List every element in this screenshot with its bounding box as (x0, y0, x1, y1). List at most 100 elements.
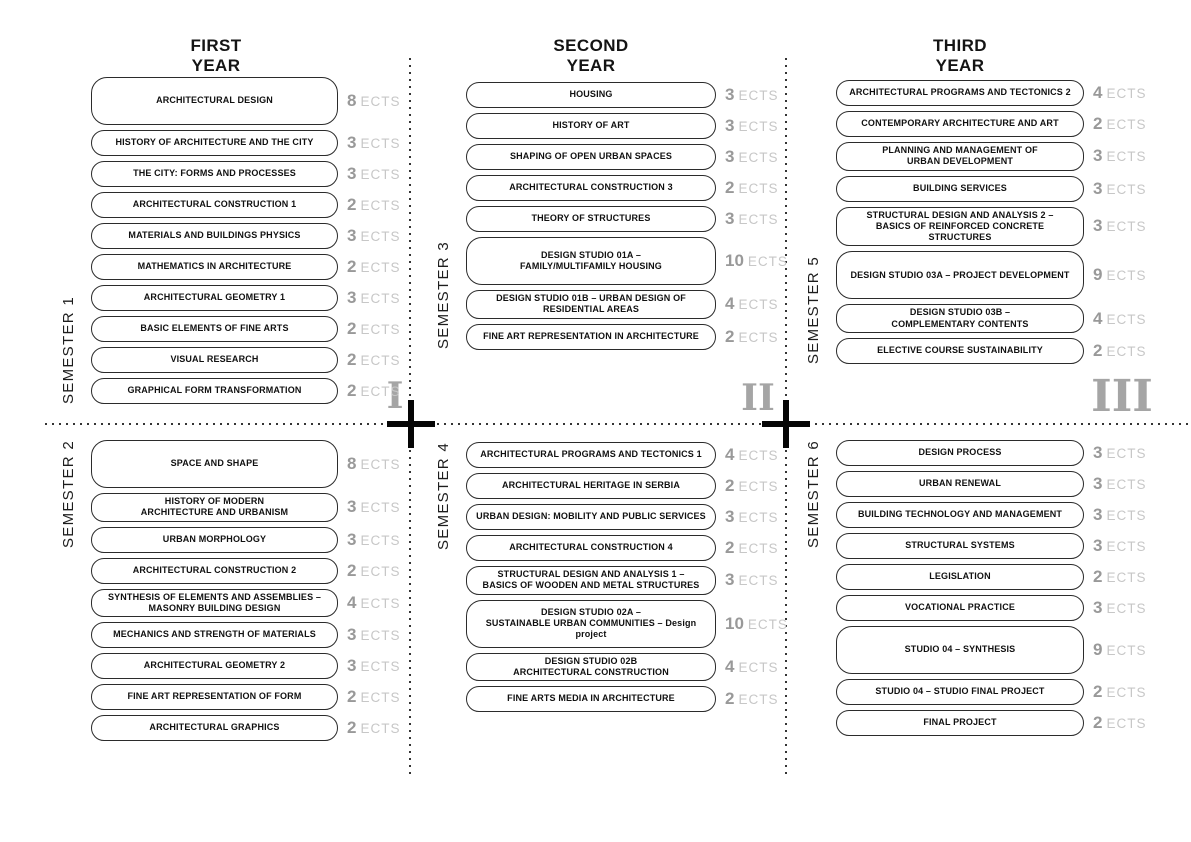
course-box: ARCHITECTURAL CONSTRUCTION 1 (91, 192, 338, 218)
ects-value: 2 (347, 195, 357, 214)
course-title-line: COMPLEMENTARY CONTENTS (891, 318, 1029, 329)
ects-unit: ECTS (1106, 446, 1147, 461)
course-box: ARCHITECTURAL GEOMETRY 2 (91, 653, 338, 679)
course-title-line: STRUCTURAL SYSTEMS (905, 540, 1015, 551)
ects-value: 4 (1093, 83, 1103, 102)
ects-unit: ECTS (1106, 570, 1147, 585)
ects-unit: ECTS (360, 563, 401, 579)
ects-value: 10 (725, 613, 744, 633)
ects-value: 2 (347, 718, 357, 737)
course-box: URBAN MORPHOLOGY (91, 526, 338, 553)
ects-value: 3 (347, 625, 357, 644)
course-title-line: VISUAL RESEARCH (170, 354, 259, 365)
semester-5-label: SEMESTER 5 (790, 80, 836, 364)
course-title-line: THE CITY: FORMS AND PROCESSES (133, 168, 296, 179)
course-box: FINE ART REPRESENTATION OF FORM (91, 684, 338, 710)
ects-value: 3 (347, 133, 357, 152)
course-title-line: HISTORY OF ART (552, 120, 630, 131)
ects-unit: ECTS (747, 254, 788, 269)
course-box: URBAN DESIGN: MOBILITY AND PUBLIC SERVIC… (466, 504, 716, 530)
ects-unit: ECTS (1106, 508, 1147, 523)
ects-value: 8 (347, 454, 357, 473)
ects-unit: ECTS (738, 448, 779, 463)
ects-unit: ECTS (738, 329, 779, 345)
ects-unit: ECTS (360, 291, 401, 306)
ects-value: 3 (1093, 443, 1103, 462)
ects-unit: ECTS (738, 212, 779, 227)
ects-value: 4 (725, 445, 735, 464)
ects-value: 2 (1093, 340, 1103, 360)
ects-unit: ECTS (1106, 643, 1147, 658)
course-box: SPACE AND SHAPE (91, 440, 338, 488)
ects-unit: ECTS (360, 136, 401, 151)
ects-value: 2 (347, 381, 357, 400)
ects-unit: ECTS (738, 119, 779, 134)
ects-unit: ECTS (1106, 181, 1147, 197)
course-box: FINE ARTS MEDIA IN ARCHITECTURE (466, 686, 716, 712)
course-title-line: THEORY OF STRUCTURES (531, 213, 651, 224)
semester-label-text: SEMESTER 4 (434, 442, 452, 551)
course-title-line: FAMILY/MULTIFAMILY HOUSING (520, 261, 662, 271)
ects-value: 3 (725, 209, 735, 228)
horizontal-divider (45, 423, 1190, 425)
course-box: ARCHITECTURAL PROGRAMS AND TECTONICS 2 (836, 80, 1084, 106)
ects-value: 4 (725, 656, 735, 676)
course-title-line: ELECTIVE COURSE SUSTAINABILITY (877, 345, 1043, 356)
ects-unit: ECTS (1106, 539, 1147, 554)
course-box: STRUCTURAL SYSTEMS (836, 533, 1084, 559)
course-row: DESIGN STUDIO 01A –FAMILY/MULTIFAMILY HO… (466, 237, 788, 285)
semester-label-text: SEMESTER 3 (434, 241, 452, 350)
course-title-line: STUDIO 04 – SYNTHESIS (904, 644, 1016, 655)
ects-unit: ECTS (1106, 601, 1147, 616)
course-title-line: ARCHITECTURAL PROGRAMS AND TECTONICS 1 (480, 449, 702, 460)
year-numeral-2: II (741, 377, 775, 419)
course-title-line: DESIGN STUDIO 01A – (540, 249, 642, 260)
course-box: VISUAL RESEARCH (91, 347, 338, 373)
ects-unit: ECTS (1106, 268, 1147, 284)
ects-value: 2 (347, 319, 357, 338)
ects-unit: ECTS (360, 628, 401, 643)
course-row: URBAN DESIGN: MOBILITY AND PUBLIC SERVIC… (466, 504, 788, 530)
semester-label-text: SEMESTER 1 (59, 295, 77, 404)
ects-unit: ECTS (360, 690, 401, 705)
course-title-line: HISTORY OF MODERN (164, 496, 265, 506)
ects-value: 3 (1093, 474, 1103, 493)
ects-unit: ECTS (1106, 716, 1147, 731)
course-box: STUDIO 04 – SYNTHESIS (836, 626, 1084, 674)
ects-value: 4 (725, 294, 735, 314)
course-title-line: ARCHITECTURAL GEOMETRY 1 (143, 292, 286, 303)
